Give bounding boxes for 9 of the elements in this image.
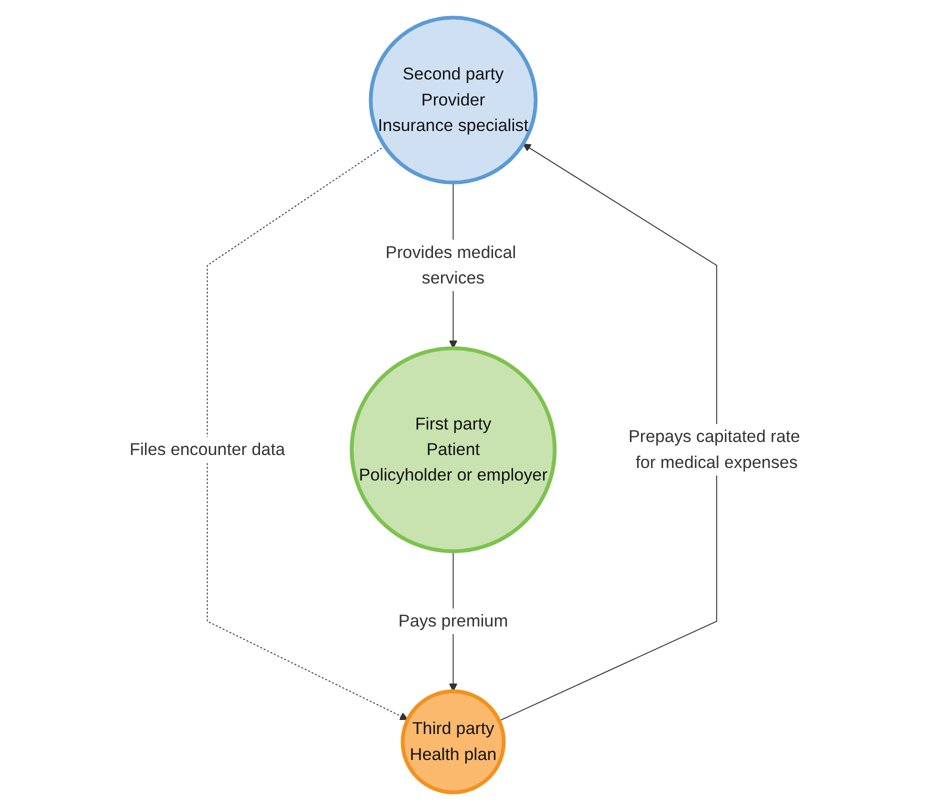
arrow [498,143,718,721]
edge-label: Provides medical services [386,242,516,287]
node-circle: Second party Provider Insurance specialist [369,15,538,184]
node-circle: Third party Health plan [401,688,506,794]
edge-label: Prepays capitated rate for medical expenses [628,426,800,472]
node-circle: First party Patient Policyholder or employer [350,346,557,553]
arrow [207,145,408,720]
edge-label: Pays premium [398,610,508,630]
edge-label: Files encounter data [130,439,286,458]
